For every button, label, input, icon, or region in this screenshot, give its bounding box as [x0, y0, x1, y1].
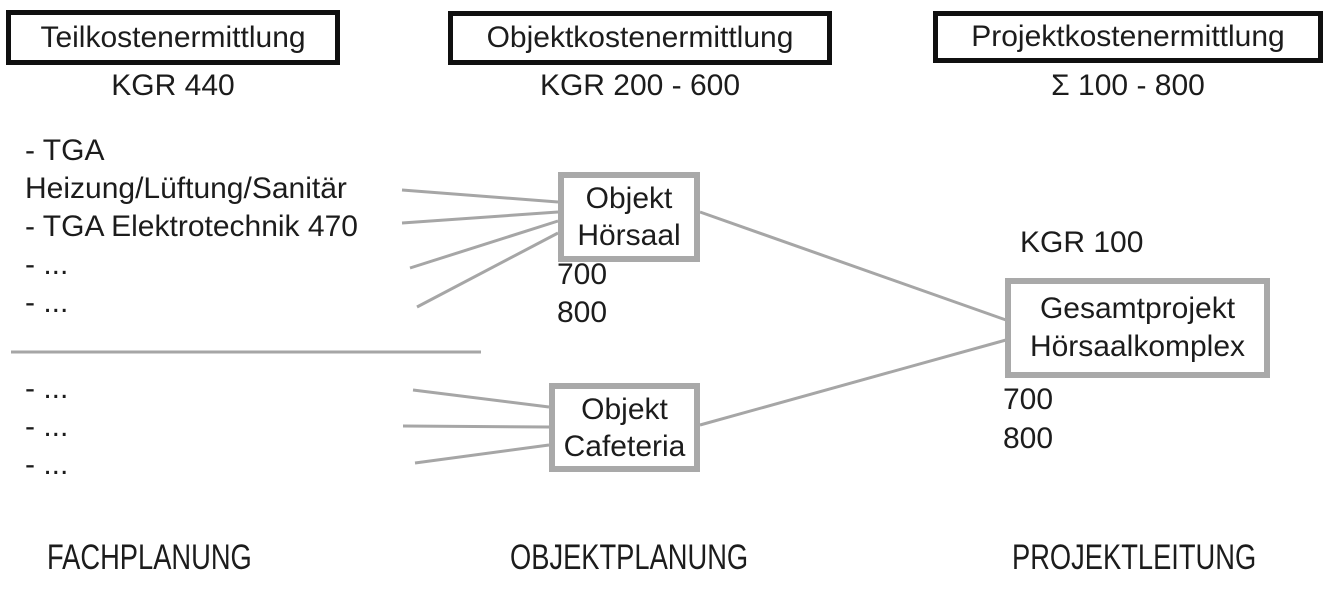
connector-upper-3: [409, 219, 559, 270]
header-title: Projektkostenermittlung: [971, 20, 1285, 53]
cost-item-line: - ...: [25, 448, 69, 481]
cost-item-line: - ...: [25, 410, 69, 443]
connector-upper-1: [401, 188, 559, 204]
node-label-line: Gesamtprojekt: [1039, 292, 1236, 325]
gesamtprojekt-kgr-below: 700 800: [1003, 380, 1053, 458]
cost-item-line: - ...: [25, 372, 69, 405]
node-gesamtprojekt-hoersaalkomplex: Gesamtprojekt Hörsaalkomplex: [1005, 278, 1270, 378]
cost-items-lower: - ... - ... - ...: [25, 370, 68, 484]
node-objekt-cafeteria: Objekt Cafeteria: [549, 383, 700, 472]
connector-upper-2: [401, 210, 559, 225]
cost-item-line: - TGA: [25, 134, 105, 167]
node-label-line: Objekt: [581, 392, 668, 426]
header-box-teilkostenermittlung: Teilkostenermittlung: [6, 10, 340, 65]
kgr-value: 800: [557, 296, 608, 329]
hoersaal-kgr-below: 700 800: [557, 256, 607, 332]
cost-item-line: - TGA Elektrotechnik 470: [25, 210, 358, 243]
node-label-line: Hörsaalkomplex: [1029, 330, 1246, 363]
header-title: Objektkostenermittlung: [486, 21, 794, 54]
subtitle-kgr-440: KGR 440: [111, 69, 235, 102]
subtitle-sum-100-800: Σ 100 - 800: [1051, 69, 1205, 102]
footer-label-objektplanung: OBJEKTPLANUNG: [510, 538, 749, 577]
header-box-projektkostenermittlung: Projektkostenermittlung: [933, 11, 1323, 63]
node-label-line: Objekt: [585, 182, 673, 215]
connector-lower-3: [414, 443, 550, 465]
footer-label-projektleitung: PROJEKTLEITUNG: [1012, 538, 1257, 577]
connector-cafeteria-gesamtprojekt: [699, 338, 1007, 427]
cost-item-line: - ...: [25, 248, 69, 281]
subtitle-kgr-200-600: KGR 200 - 600: [539, 69, 741, 102]
header-box-objektkostenermittlung: Objektkostenermittlung: [448, 11, 832, 65]
cost-item-line: - ...: [25, 286, 69, 319]
gesamtprojekt-kgr-above: KGR 100: [1020, 226, 1144, 259]
kgr-value: 700: [1003, 383, 1054, 416]
connector-hoersaal-gesamtprojekt: [699, 210, 1007, 322]
connector-upper-4: [416, 231, 559, 309]
kgr-value: 700: [557, 258, 608, 291]
node-label-line: Hörsaal: [577, 219, 681, 252]
cost-items-upper: - TGA Heizung/Lüftung/Sanitär - TGA Elek…: [25, 132, 358, 322]
footer-label-fachplanung: FACHPLANUNG: [47, 538, 252, 577]
cost-item-line: Heizung/Lüftung/Sanitär: [25, 172, 347, 205]
connector-lower-2: [402, 424, 550, 429]
node-objekt-hoersaal: Objekt Hörsaal: [558, 172, 700, 262]
header-title: Teilkostenermittlung: [40, 20, 306, 54]
kgr-value: 800: [1003, 422, 1054, 455]
connector-lower-1: [412, 388, 550, 409]
node-label-line: Cafeteria: [563, 429, 686, 463]
